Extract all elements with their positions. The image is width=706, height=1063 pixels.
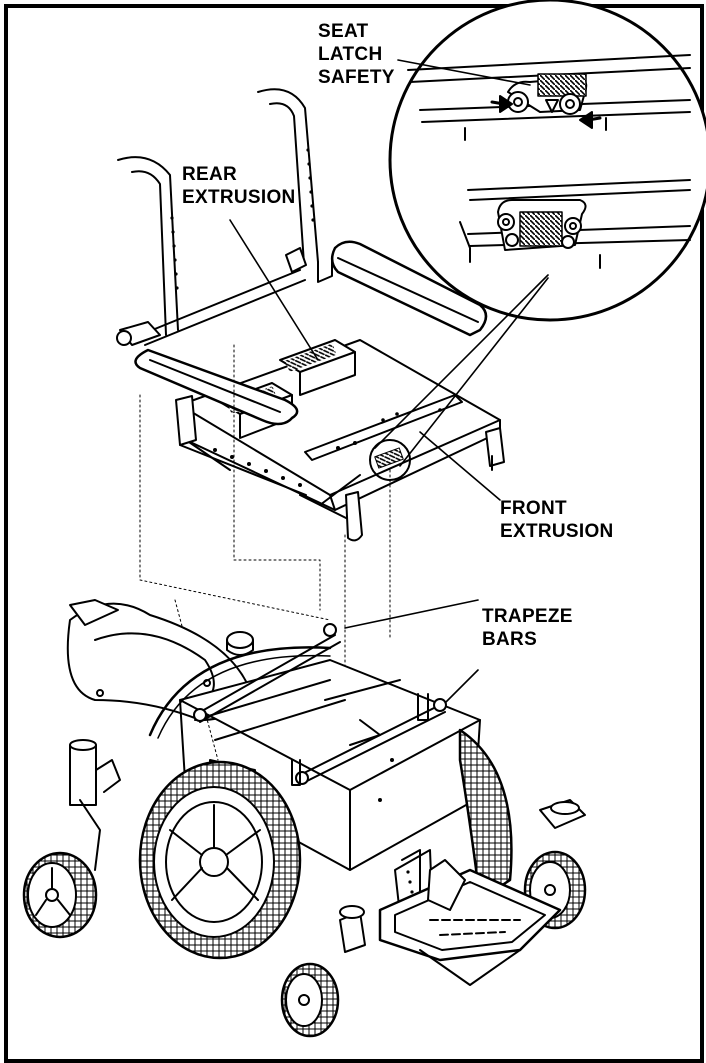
power-base	[22, 599, 587, 1038]
front-extrusion-label: FRONT EXTRUSION	[500, 498, 614, 542]
footrest-platform	[378, 859, 562, 986]
front-extrusion-rail	[304, 394, 463, 461]
seat-frame	[116, 88, 505, 542]
left-rear-caster	[22, 739, 121, 939]
leader-lines	[229, 59, 549, 709]
seat-latch-safety-label: SEAT LATCH SAFETY	[318, 21, 395, 88]
rear-extrusion-label: REAR EXTRUSION	[182, 164, 296, 208]
diagram-frame	[4, 4, 704, 1063]
trapeze-bars-label: TRAPEZE BARS	[482, 606, 573, 650]
left-backrest-post	[117, 156, 179, 336]
seat-latch-detail	[388, 0, 706, 322]
left-drive-wheel	[138, 760, 302, 960]
right-drive-wheel	[458, 728, 513, 902]
right-backrest-post	[257, 88, 319, 265]
seat-pan	[179, 339, 501, 496]
front-left-caster	[280, 905, 366, 1038]
